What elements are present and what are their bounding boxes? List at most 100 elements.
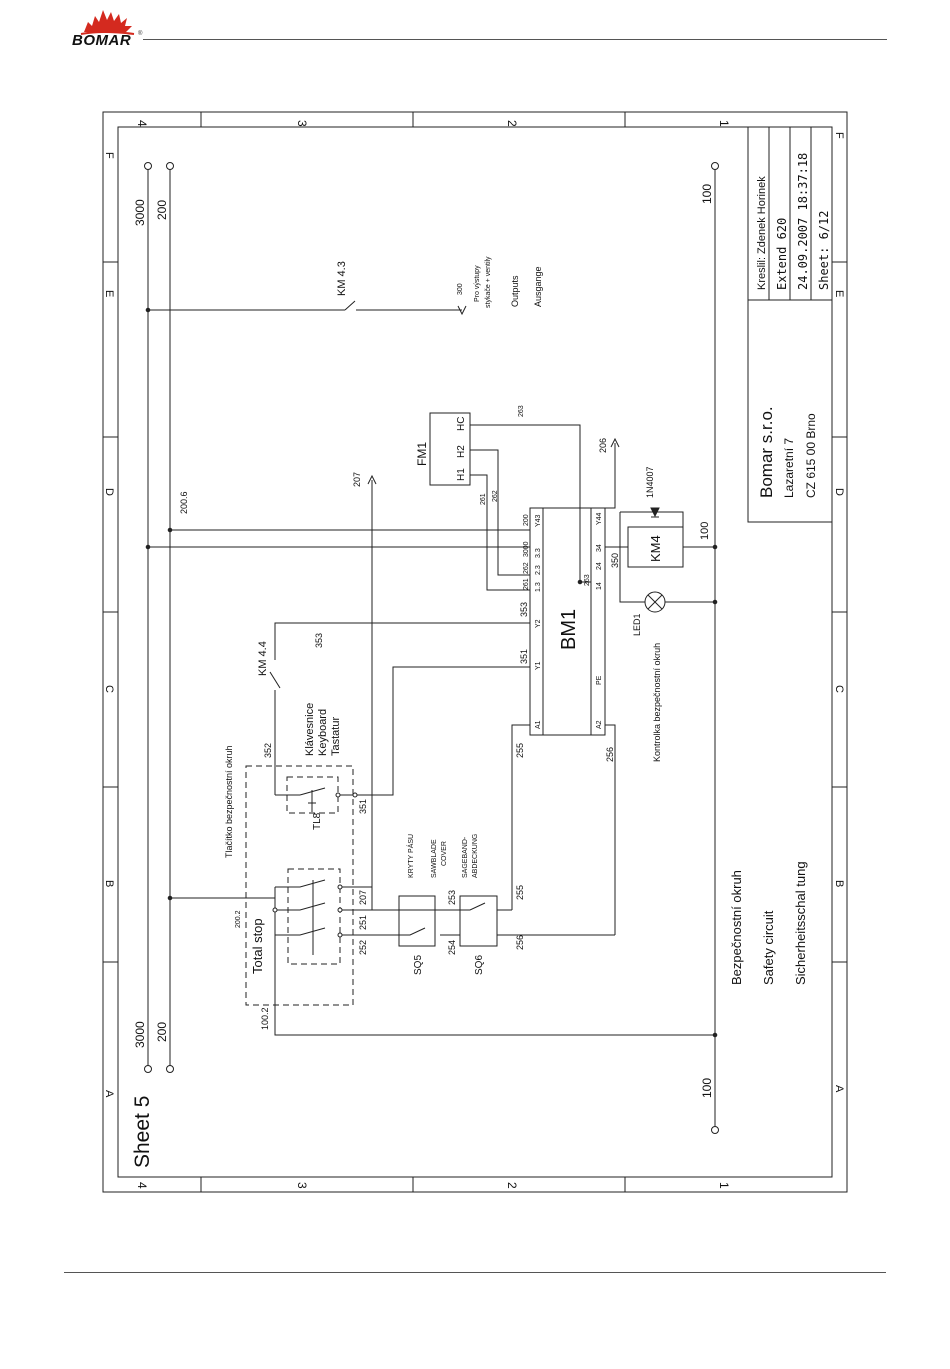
keyboard-label-cz: Klávesnice [304,703,316,756]
date-time: 24.09.2007 18:37:18 [796,153,810,290]
bm1-pin-y1: Y1 [535,661,542,670]
wire-label-200-2: 200.2 [235,910,242,928]
wire-label-261: 261 [480,493,487,505]
terminal-3000-bottom [144,1065,152,1073]
terminal-200-top [166,162,174,170]
wire-label-255-bm1: 255 [515,743,525,758]
km43-wire: 300 [457,283,464,295]
rail-label-100-bottom: 100 [700,1078,714,1098]
bm1-pin-a2: A2 [596,720,603,729]
ruler-letter-e-left: E [103,290,115,297]
km4-label: KM4 [648,535,663,562]
bm1-box [529,507,606,736]
wire-label-353-bm1: 353 [519,602,529,617]
bm1-pin-y43: Y43 [535,514,542,527]
wire-label-253: 253 [447,890,457,905]
ruler-letter-c-right: C [833,685,845,693]
wire-label-251: 251 [358,915,368,930]
keyboard-tag: TL8 [312,812,323,830]
ruler-letter-a-right: A [833,1085,845,1093]
wire-label-263: 263 [518,405,525,417]
terminal-100-top [711,162,719,170]
ruler-letter-b-left: B [103,880,115,887]
bm1-wire-261: 261 [523,578,530,590]
wire-label-206: 206 [598,438,608,453]
sq6-box [459,895,498,947]
km43-note-2: stykače + ventily [485,256,492,308]
circuit-title-en: Safety circuit [761,910,776,985]
bm1-pin-2-3: 2.3 [535,565,542,575]
registered-mark: ® [138,31,143,37]
covers-de-2: ABDECKUNG [472,834,479,878]
bm1-label: BM1 [558,609,580,650]
circuit-title-de: Sicherheitsschal tung [793,861,808,985]
rail-label-200-bottom: 200 [155,1022,169,1042]
covers-de-1: SAGEBAND- [462,836,469,878]
keyboard-label-en: Keyboard [317,709,329,756]
terminal-100-bottom [711,1126,719,1134]
diode-label: 1N4007 [645,466,655,498]
wire-label-262: 262 [492,490,499,502]
km43-outputs-en: Outputs [510,275,520,307]
keyboard-label-de: Tastatur [330,717,342,756]
rail-label-200-top: 200 [155,200,169,220]
page-header: BOMAR ® [0,0,950,60]
footer-rule [64,1272,886,1273]
company-name: Bomar s.r.o. [757,406,776,498]
ruler-letter-c-left: C [103,685,115,693]
wire-label-351-tl8: 351 [358,799,368,814]
fm1-pin-hc: HC [456,417,467,431]
bm1-pin-24: 24 [596,562,603,570]
company-street: Lazaretní 7 [782,438,796,498]
ruler-number-4-bottom: 4 [135,1182,149,1189]
bomar-logo-icon [80,10,135,35]
inner-frame [117,126,833,1178]
wire-label-252: 252 [358,940,368,955]
ruler-letter-b-right: B [833,880,845,887]
bm1-pin-34: 34 [596,544,603,552]
circuit-title-cz: Bezpečnostní okruh [729,870,744,985]
fm1-pin-h2: H2 [456,445,467,458]
ruler-letter-a-left: A [103,1090,115,1098]
project-name: Extend 620 [775,218,789,290]
safety-button-enclosure [245,765,354,1006]
company-city: CZ 615 00 Brno [804,413,818,498]
km43-note-1: Pro výstupy [474,265,481,302]
wire-label-256: 256 [515,935,525,950]
bm1-pin-3-3: 3.3 [535,548,542,558]
ruler-number-3-top: 3 [295,120,309,127]
wire-label-256-bm1: 256 [605,747,615,762]
led1-desc: Kontrolka bezpečnostní okruh [652,643,662,762]
bm1-wire-3000: 3000 [523,541,530,557]
wire-label-254: 254 [447,940,457,955]
wire-label-350: 350 [610,553,620,568]
wire-label-207-ts: 207 [358,890,368,905]
bm1-pin-y2: Y2 [535,619,542,628]
terminal-200-bottom [166,1065,174,1073]
sq6-label: SQ6 [474,955,485,975]
sheet-number: Sheet: 6/12 [817,211,831,290]
header-rule [143,39,887,40]
ruler-letter-d-left: D [103,488,115,496]
rail-label-3000-top: 3000 [133,199,147,226]
wire-label-100-2: 100.2 [260,1007,270,1030]
fm1-pin-h1: H1 [456,468,467,481]
ruler-number-1-bottom: 1 [717,1182,731,1189]
terminal-3000-top [144,162,152,170]
wire-label-207: 207 [352,472,362,487]
total-stop-label: Total stop [250,918,265,974]
rail-label-100-top: 100 [700,184,714,204]
sq5-box [398,895,436,947]
total-stop-box [287,868,341,965]
wire-label-200-6: 200.6 [179,491,189,514]
sq5-label: SQ5 [413,955,424,975]
ruler-letter-f-left: F [103,152,115,159]
brand-name: BOMAR [72,32,132,49]
wire-label-353: 353 [314,633,324,648]
wire-label-255: 255 [515,885,525,900]
km43-label: KM 4.3 [336,261,348,296]
bm1-wire-200: 200 [523,514,530,526]
covers-en-2: COVER [441,841,448,866]
wire-label-352: 352 [263,743,273,758]
